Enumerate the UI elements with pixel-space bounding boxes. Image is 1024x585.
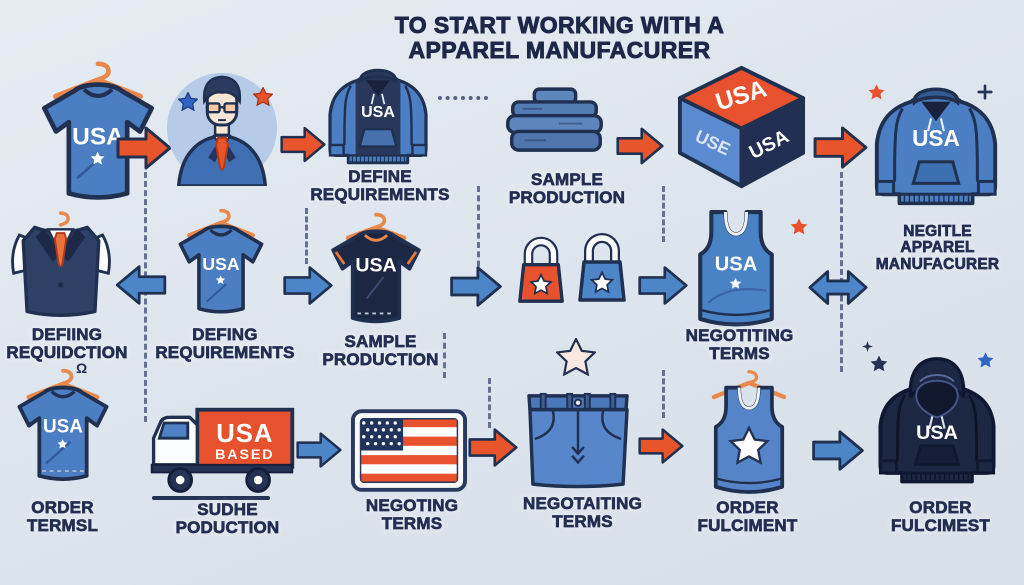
tshirt-print: USA [43, 416, 83, 437]
tshirt-print: USA [72, 123, 124, 150]
arrow-right-icon [450, 266, 502, 307]
tshirt-print: USA [355, 255, 396, 277]
truck-text-usa: USA [216, 420, 273, 448]
tie [53, 232, 68, 268]
us-flag-icon [350, 409, 468, 492]
tank-top-icon: USA [698, 210, 774, 327]
glasses [206, 102, 221, 114]
arrow-right-icon [812, 430, 864, 471]
star-icon [790, 218, 808, 235]
step-label-sample-production: SAMPLE PRODUCTION [508, 170, 626, 207]
fabric-stack-icon [506, 87, 603, 152]
arrow-right-icon [638, 266, 688, 305]
step-label-order-fulciment: ORDER FULCIMENT [697, 498, 798, 535]
tshirt-hanger-icon: USA [42, 61, 155, 200]
dashed-line [443, 333, 446, 378]
page-title: TO START WORKING WITH A APPAREL MANUFACU… [394, 12, 725, 64]
hanger-hook [95, 61, 111, 82]
dashed-line [662, 186, 665, 242]
shipping-box-icon: USA USA USE [677, 65, 806, 189]
arrow-right-icon [283, 266, 333, 305]
arrow-right-icon [116, 126, 172, 170]
step-label-sudhe-poduction: SUDHE PODUCTION [175, 500, 280, 537]
tank-print: USA [715, 254, 758, 276]
arrow-right-icon [280, 126, 326, 163]
star-icon [977, 352, 994, 368]
truck-text-based: BASED [215, 447, 274, 463]
hoodie-print: USA [361, 104, 395, 121]
hanger-hook [747, 370, 759, 385]
plus-icon [977, 84, 993, 100]
step-label-order-fulcimest: ORDER FULCIMEST [890, 498, 991, 535]
arrow-right-icon [813, 126, 868, 169]
dashed-line [144, 172, 147, 422]
pocket-seam [601, 409, 622, 441]
dashed-line [662, 370, 665, 418]
arrow-right-icon [638, 428, 684, 464]
pocket [911, 160, 961, 185]
dashed-line [477, 186, 480, 304]
star-icon [178, 92, 198, 111]
arrow-left-icon [115, 265, 167, 305]
step-label-defing-requirements: DEFING REQUIREMENTS [155, 325, 295, 362]
pocket [913, 444, 961, 466]
pocket-seam [534, 409, 555, 441]
star-icon [868, 84, 885, 100]
step-label-defiing-requidction: DEFIING REQUIDCTION [6, 325, 128, 362]
star-outline-icon [556, 338, 596, 376]
star-icon [870, 355, 888, 372]
hood [912, 87, 960, 106]
step-label-negitle-apparel: NEGITLE APPAREL MANUFACURER [875, 223, 1000, 273]
arrow-right-icon [468, 428, 518, 467]
star-print [727, 425, 771, 465]
hoodie-print: USA [916, 422, 958, 444]
hoodie-icon: USA [328, 68, 428, 165]
dashed-line [840, 172, 843, 372]
black-hoodie-icon: USA [878, 357, 996, 484]
black-tshirt-icon: USA [331, 212, 421, 324]
dashed-line [488, 378, 491, 428]
step-label-define-requirements: DEFINE REQUIREMENTS [310, 167, 450, 204]
hanger-hook [58, 211, 70, 227]
tshirt-print: USA [202, 254, 240, 274]
truck-icon: USA BASED [150, 407, 295, 493]
dashed-line [305, 208, 308, 264]
tie [215, 136, 229, 171]
tank-top-star-icon [711, 370, 787, 494]
pocket [358, 127, 398, 148]
arrow-double-icon [808, 270, 868, 305]
hoodie-print: USA [912, 125, 960, 151]
step-label-negotaiting-terms: NEGOTAITING TERMS [523, 494, 643, 531]
sparkle-icon [862, 341, 873, 352]
arrow-right-icon [616, 127, 664, 165]
step-label-negotiting-terms: NEGOTITING TERMS [685, 326, 794, 363]
star-icon [253, 87, 273, 106]
step-label-order-termsl: ORDER TERMSL [26, 498, 99, 535]
dotted-line [438, 96, 488, 100]
ground-line [152, 496, 270, 500]
step-label-sample-production-2: SAMPLE PRODUCTION [322, 332, 439, 369]
hair [202, 75, 242, 105]
hoodie-icon: USA [874, 87, 998, 206]
padlock-icon [578, 233, 626, 302]
step-label-negoting-terms: NEGOTING TERMS [365, 496, 459, 533]
tshirt-hanger-icon: USA [17, 368, 109, 482]
businessman-icon [166, 72, 278, 186]
hood [359, 68, 397, 84]
tshirt-hanger-icon: USA [178, 208, 264, 314]
glyph-artifact: Ω [76, 360, 88, 376]
arrow-right-icon [296, 432, 342, 468]
suit-jacket-icon [11, 211, 111, 317]
jeans-icon [527, 392, 629, 489]
padlock-icon [518, 236, 564, 303]
tiny-star-icon [90, 151, 105, 165]
